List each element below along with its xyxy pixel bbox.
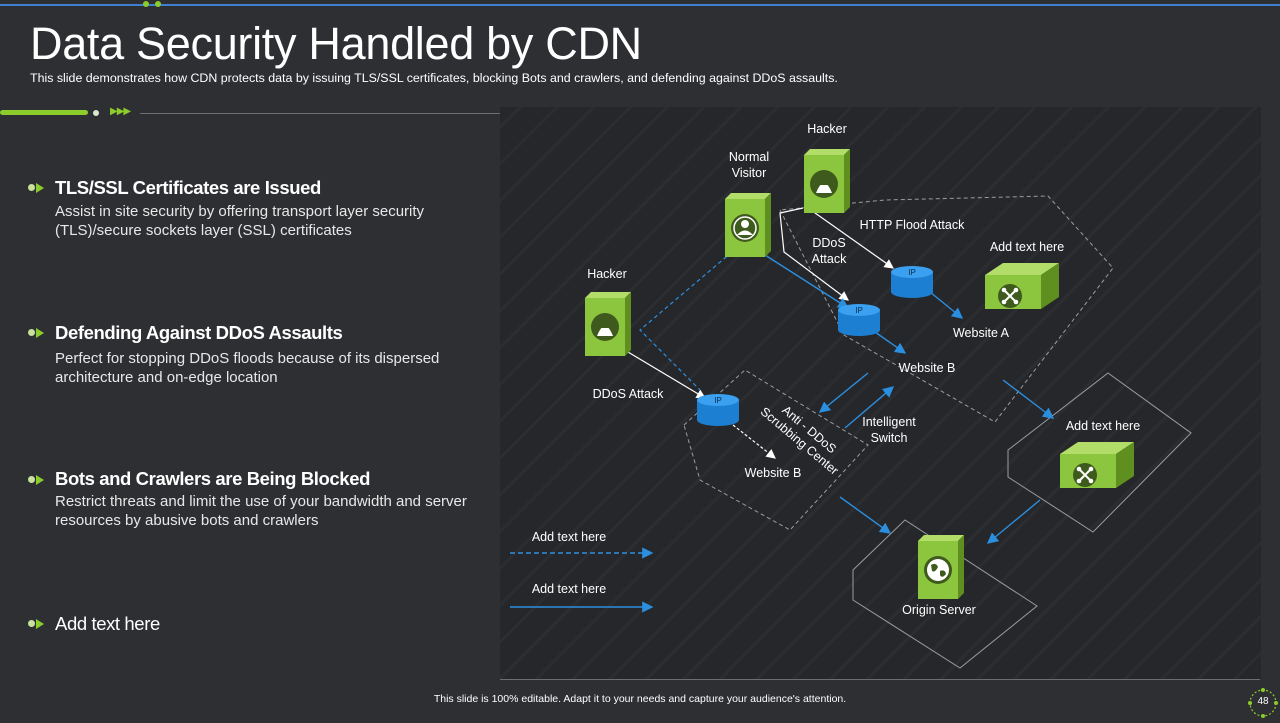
label-website-b: Website B (745, 466, 802, 480)
label-website-a: Website A (953, 326, 1010, 340)
label-normal-visitor: Normal (729, 150, 769, 164)
network-icon (998, 284, 1022, 308)
item-title: Add text here (55, 613, 160, 634)
user-icon (733, 216, 757, 240)
label-ddos-attack: Attack (812, 252, 847, 266)
top-dot (143, 1, 149, 7)
bullet-icon (28, 618, 48, 630)
page-subtitle: This slide demonstrates how CDN protects… (30, 71, 838, 85)
divider (140, 113, 500, 114)
cdn-diagram: IP IP IP Hacker Normal Visitor Hacker HT… (500, 107, 1261, 679)
divider (500, 679, 1260, 680)
hacker-icon (816, 182, 832, 193)
label-ddos-attack: DDoS (812, 236, 845, 250)
label-add-text: Add text here (532, 582, 606, 596)
accent-bar (0, 110, 88, 115)
page-title: Data Security Handled by CDN (30, 18, 642, 69)
hacker-top-server (804, 149, 850, 213)
item-description: Perfect for stopping DDoS floods because… (55, 350, 440, 386)
ip-tag: IP (908, 268, 916, 277)
item-title: Defending Against DDoS Assaults (55, 322, 343, 343)
globe-icon (927, 559, 949, 581)
origin-server (918, 535, 964, 599)
database-icon: IP (838, 304, 880, 336)
network-node-right (1060, 442, 1134, 488)
label-intelligent-switch: Switch (871, 431, 908, 445)
database-icon: IP (891, 266, 933, 298)
label-normal-visitor: Visitor (732, 166, 767, 180)
item-description: Restrict threats and limit the use of yo… (55, 493, 467, 529)
label-add-text: Add text here (532, 530, 606, 544)
scrubbing-region (683, 369, 869, 531)
label-origin-server: Origin Server (902, 603, 976, 617)
bullet-icon (28, 182, 48, 194)
page-number: 48 (1248, 688, 1278, 718)
item-description: Assist in site security by offering tran… (55, 203, 425, 239)
origin-server-region (852, 519, 1038, 669)
label-hacker-left: Hacker (587, 267, 627, 281)
footer-note: This slide is 100% editable. Adapt it to… (433, 693, 847, 705)
item-title: Bots and Crawlers are Being Blocked (55, 468, 370, 489)
bullet-icon (28, 474, 48, 486)
label-intelligent-switch: Intelligent (862, 415, 916, 429)
label-website-b: Website B (899, 361, 956, 375)
ip-tag: IP (855, 306, 863, 315)
accent-dot (93, 110, 99, 116)
page-number-text: 48 (1257, 696, 1269, 707)
item-title: TLS/SSL Certificates are Issued (55, 177, 321, 198)
label-hacker-top: Hacker (807, 122, 847, 136)
top-dot (155, 1, 161, 7)
add-text-region (1007, 372, 1192, 533)
hacker-icon (597, 325, 613, 336)
label-http-flood: HTTP Flood Attack (860, 218, 965, 232)
ip-tag: IP (714, 396, 722, 405)
top-line (0, 4, 1280, 6)
accent-arrows-icon: ▶▶▶ (110, 106, 131, 117)
network-icon (1073, 463, 1097, 487)
normal-visitor-server (725, 193, 771, 257)
label-add-text: Add text here (990, 240, 1064, 254)
label-add-text: Add text here (1066, 419, 1140, 433)
bullet-icon (28, 327, 48, 339)
network-node-top (985, 263, 1059, 309)
page-number-badge-icon (1248, 688, 1278, 718)
database-icon: IP (697, 394, 739, 426)
label-ddos-attack-2: DDoS Attack (593, 387, 665, 401)
hacker-left-server (585, 292, 631, 356)
cdn-edge-region (779, 195, 1114, 423)
